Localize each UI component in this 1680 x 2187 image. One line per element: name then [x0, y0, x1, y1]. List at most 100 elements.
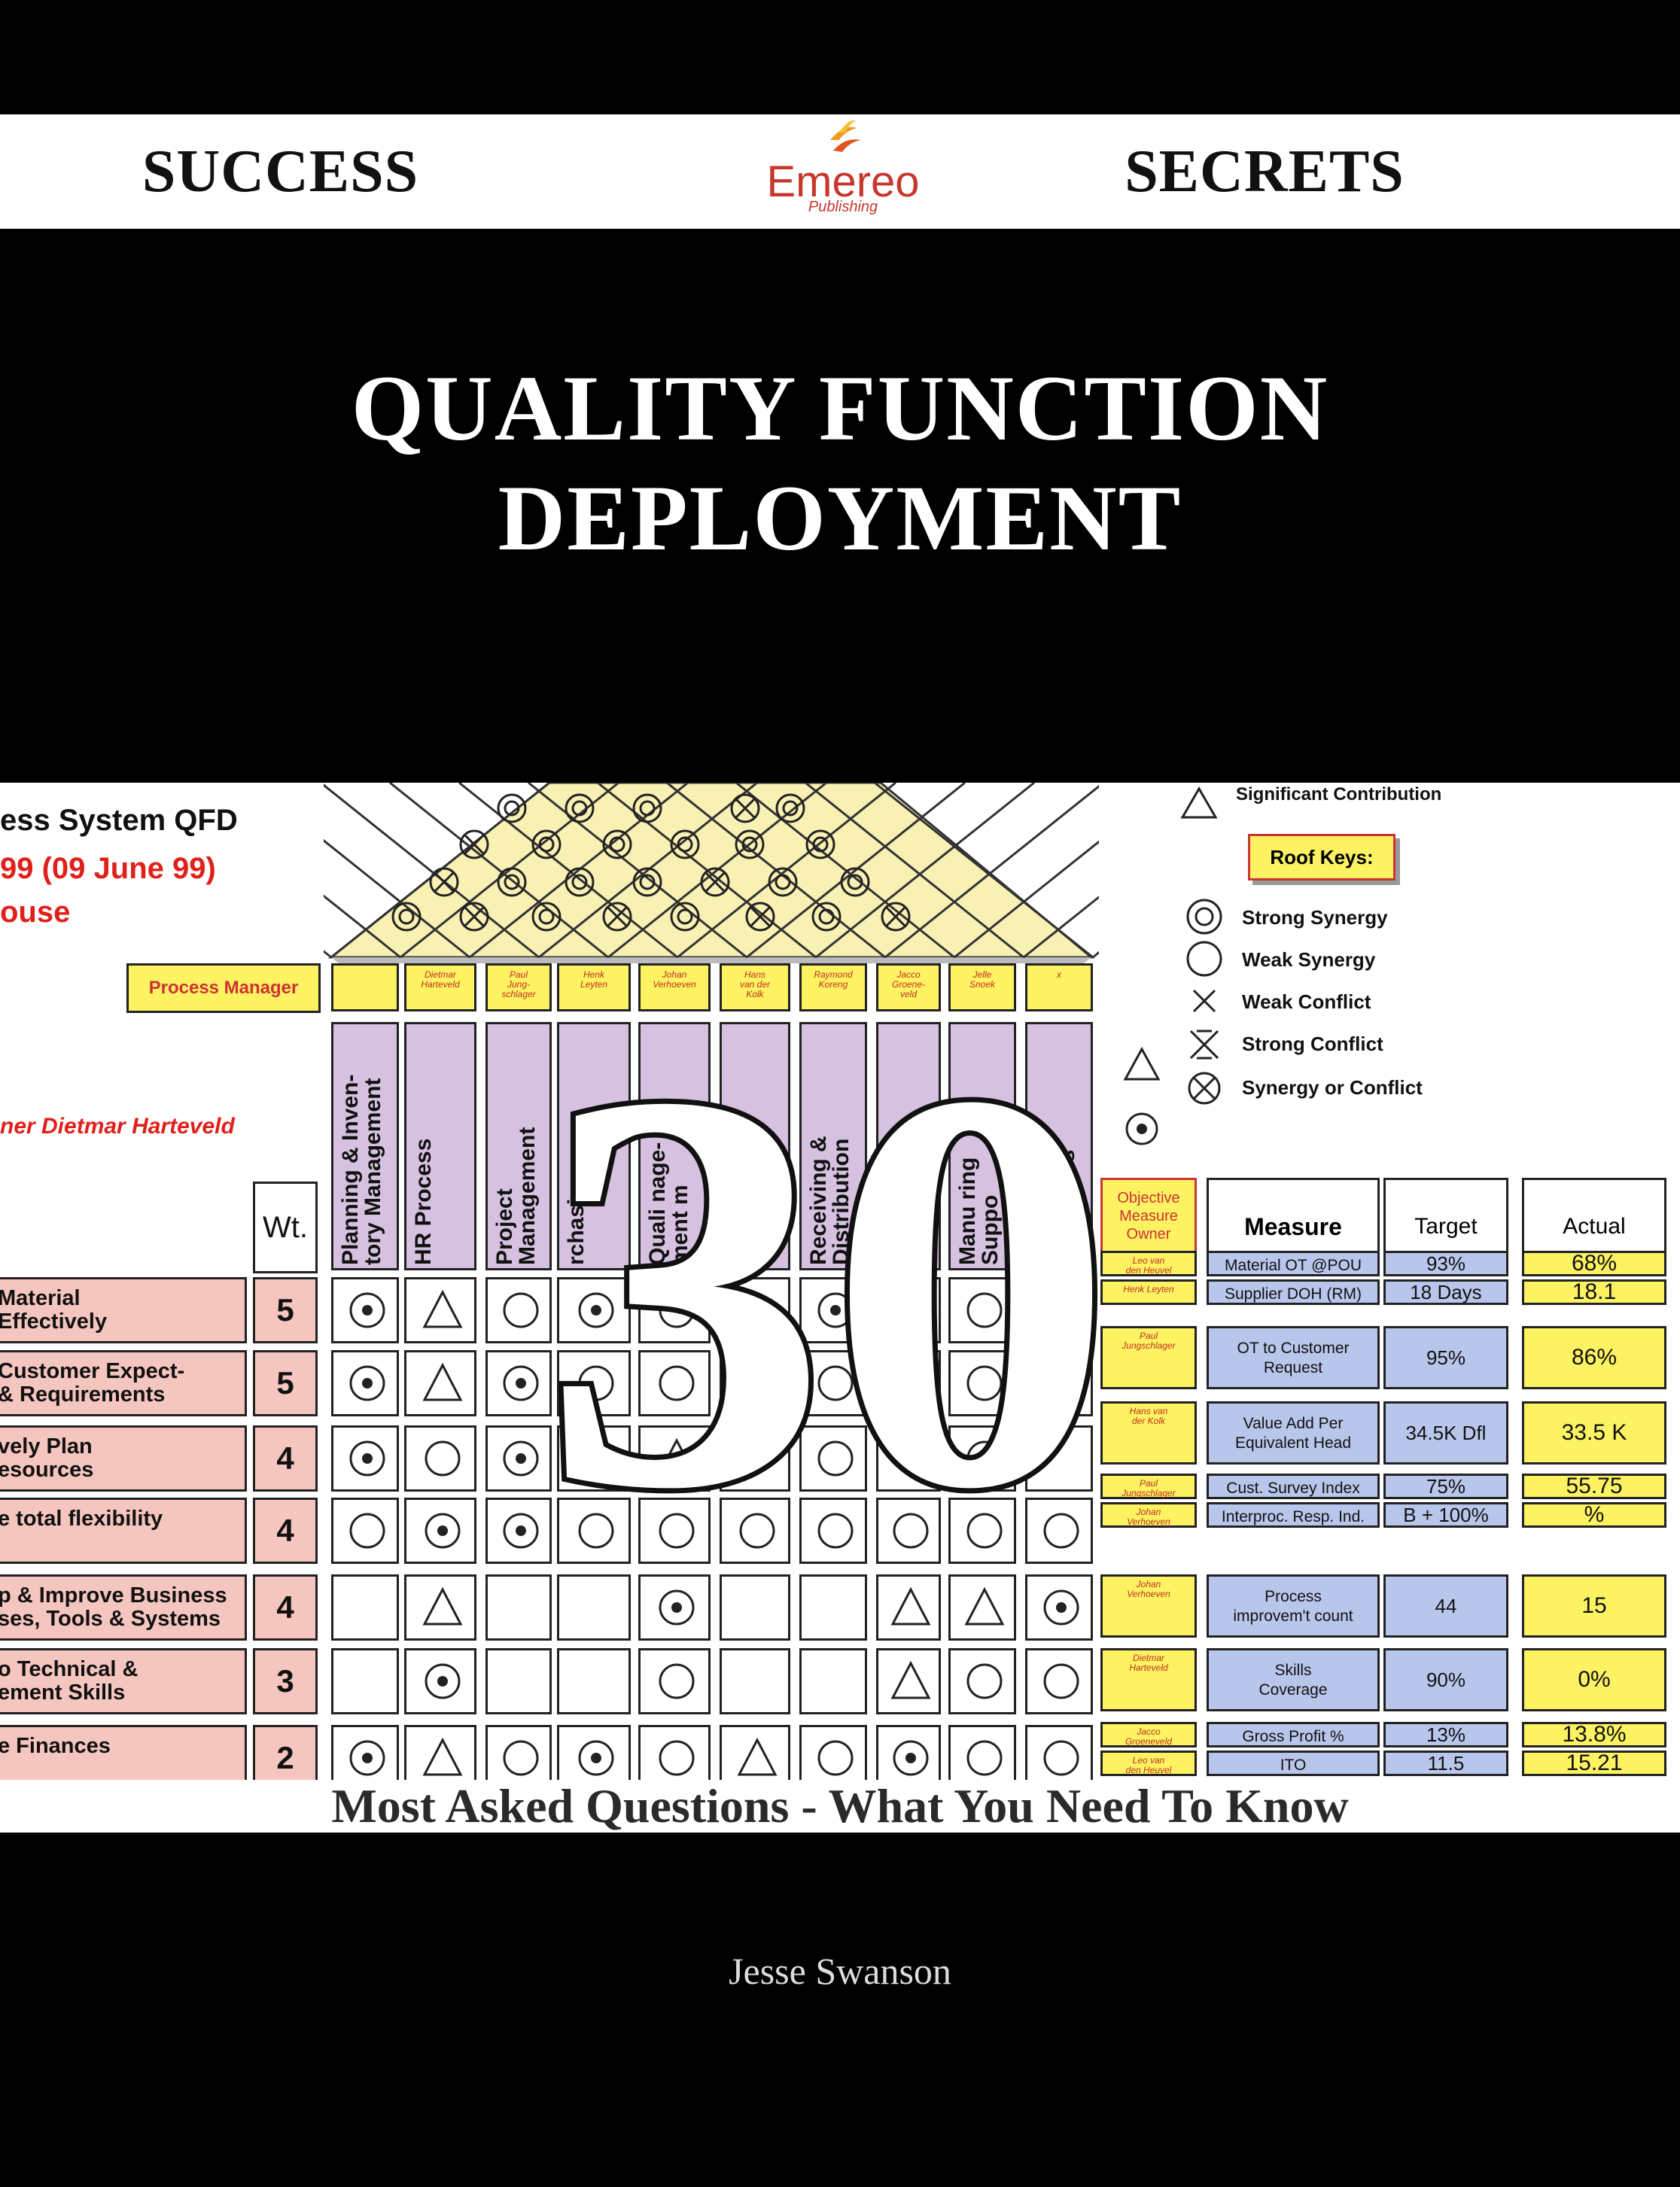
matrix-cell — [404, 1648, 476, 1714]
column-header: rchasing — [557, 1022, 631, 1270]
measure-actual: 15 — [1522, 1574, 1666, 1638]
qfd-house-of-quality-image: ess System QFD 99 (09 June 99) ouse ner … — [0, 783, 1680, 1780]
triangle-icon — [656, 1437, 697, 1477]
process-manager-box: Process Manager — [126, 963, 321, 1013]
measure-owner: Johan Verhoeven — [1100, 1502, 1197, 1528]
column-header: Manu ring Suppo — [948, 1022, 1016, 1270]
matrix-cell — [557, 1350, 631, 1416]
matrix-cell — [1025, 1425, 1093, 1492]
legend-strong-conflict: Strong Conflict — [1242, 1033, 1383, 1055]
strong-relation-icon — [817, 1292, 854, 1328]
column-header: Receiving & Distribution — [799, 1022, 867, 1270]
measure-owner: Hans van der Kolk — [1100, 1401, 1197, 1465]
requirement-label: o Technical & ement Skills — [0, 1648, 247, 1714]
owner-cell: Jacco Groene- veld — [876, 963, 941, 1011]
weak-relation-icon — [817, 1440, 854, 1477]
owner-cell: Henk Leyten — [557, 963, 631, 1011]
measure-actual: % — [1522, 1502, 1666, 1528]
strong-relation-icon — [893, 1740, 929, 1776]
requirement-label: e Finances — [0, 1725, 247, 1780]
requirement-label: Customer Expect- & Requirements — [0, 1350, 247, 1416]
measure-name: Interproc. Resp. Ind. — [1207, 1502, 1380, 1528]
matrix-cell — [485, 1574, 552, 1641]
requirement-label: e total flexibility — [0, 1498, 247, 1564]
measure-owner: Johan Verhoeven — [1100, 1574, 1197, 1638]
measure-actual: 55.75 — [1522, 1474, 1666, 1499]
weak-relation-icon — [578, 1365, 614, 1401]
matrix-cell — [404, 1277, 476, 1343]
roof-legend: Strong Synergy Weak Synergy Weak Conflic… — [1183, 896, 1560, 1121]
matrix-cell — [948, 1574, 1016, 1641]
owner-cell: Johan Verhoeven — [638, 963, 711, 1011]
matrix-cell — [331, 1350, 399, 1416]
matrix-cell — [799, 1725, 867, 1780]
matrix-cell — [557, 1574, 631, 1641]
measure-owner: Paul Jungschlager — [1100, 1474, 1197, 1499]
strong-relation-icon — [503, 1513, 539, 1549]
measure-owner: Leo van den Heuvel — [1100, 1251, 1197, 1276]
measure-name: ITO — [1207, 1751, 1380, 1776]
weak-relation-icon — [1043, 1513, 1079, 1549]
legend-weak-conflict: Weak Conflict — [1242, 990, 1371, 1013]
matrix-cell — [1025, 1574, 1093, 1641]
subtitle-strip: Most Asked Questions - What You Need To … — [0, 1780, 1680, 1833]
measure-owner: Leo van den Heuvel — [1100, 1751, 1197, 1776]
matrix-cell — [331, 1574, 399, 1641]
measure-actual: 0% — [1522, 1648, 1666, 1711]
matrix-cell — [720, 1277, 790, 1343]
weak-relation-icon — [659, 1663, 695, 1699]
requirement-weight: 4 — [253, 1574, 318, 1641]
matrix-cell — [799, 1648, 867, 1714]
strong-relation-icon — [349, 1740, 385, 1776]
measure-actual: 18.1 — [1522, 1279, 1666, 1305]
legend-synergy-or-conflict: Synergy or Conflict — [1242, 1076, 1423, 1099]
measure-actual: 86% — [1522, 1326, 1666, 1389]
owner-cell: Raymond Koreng — [799, 963, 867, 1011]
matrix-cell — [799, 1277, 867, 1343]
requirement-label: vely Plan esources — [0, 1425, 247, 1492]
matrix-cell — [720, 1574, 790, 1641]
measure-target: 44 — [1383, 1574, 1508, 1638]
requirement-weight: 2 — [253, 1725, 318, 1780]
matrix-cell — [948, 1350, 1016, 1416]
matrix-cell — [485, 1725, 552, 1780]
strong-relation-icon — [503, 1440, 539, 1477]
measure-target: 34.5K Dfl — [1383, 1401, 1508, 1465]
matrix-cell — [331, 1498, 399, 1564]
matrix-cell — [485, 1277, 552, 1343]
matrix-cell — [331, 1425, 399, 1492]
weak-relation-icon — [966, 1440, 1003, 1477]
measure-name: Skills Coverage — [1207, 1648, 1380, 1711]
strong-relation-icon — [349, 1440, 385, 1477]
measure-name: Value Add Per Equivalent Head — [1207, 1401, 1380, 1465]
flame-icon — [830, 120, 860, 152]
measure-target: 13% — [1383, 1722, 1508, 1747]
measure-owner: Dietmar Harteveld — [1100, 1648, 1197, 1711]
measure-target: B + 100% — [1383, 1502, 1508, 1528]
owner-cell: Paul Jung- schlager — [485, 963, 552, 1011]
measure-target: 93% — [1383, 1251, 1508, 1276]
column-header: Planning & Inven- tory Management — [331, 1022, 399, 1270]
strong-relation-icon — [425, 1513, 461, 1549]
matrix-cell — [948, 1725, 1016, 1780]
weak-relation-icon — [739, 1513, 775, 1549]
triangle-icon — [422, 1362, 463, 1401]
author-name: Jesse Swanson — [729, 1950, 951, 1992]
weak-relation-icon — [1043, 1663, 1079, 1699]
matrix-cell — [404, 1498, 476, 1564]
book-title-line-2: DEPLOYMENT — [498, 467, 1182, 570]
weak-relation-icon — [817, 1513, 854, 1549]
weak-relation-icon — [966, 1740, 1003, 1776]
weak-relation-icon — [966, 1292, 1003, 1328]
matrix-cell — [720, 1648, 790, 1714]
chart-heading-1: ess System QFD — [0, 804, 238, 837]
matrix-cell — [799, 1498, 867, 1564]
requirement-weight: 4 — [253, 1425, 318, 1492]
book-subtitle: Most Asked Questions - What You Need To … — [331, 1779, 1349, 1833]
matrix-cell — [876, 1648, 941, 1714]
matrix-cell — [720, 1425, 790, 1492]
strong-relation-icon — [349, 1365, 385, 1401]
book-title-line-1: QUALITY FUNCTION — [351, 357, 1329, 460]
